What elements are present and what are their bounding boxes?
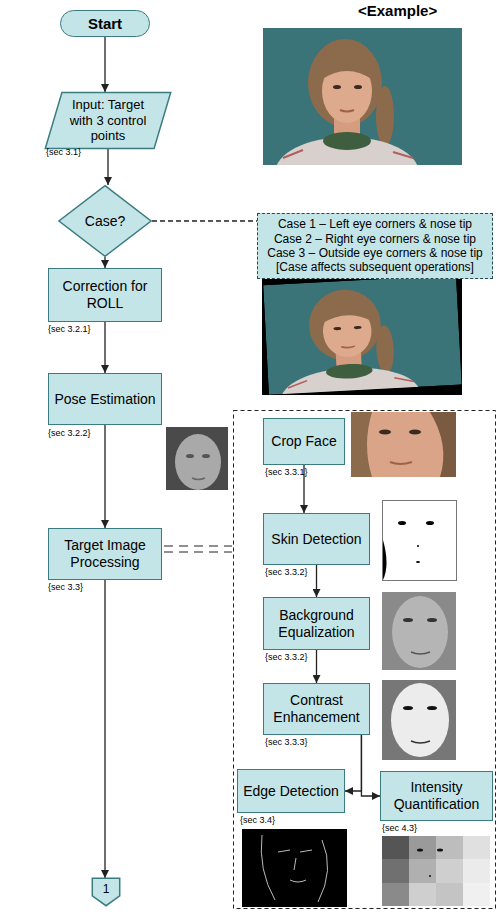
node-text: Correction for ROLL	[54, 278, 156, 312]
quantified-image	[382, 836, 490, 906]
text-wrap: Crop Face	[266, 433, 341, 450]
contrast-face	[382, 680, 456, 760]
text-wrap: Case?	[71, 213, 139, 230]
flow-arrow	[361, 735, 380, 796]
pose-face	[166, 427, 228, 490]
text-wrap: Edge Detection	[238, 783, 344, 800]
text-wrap: Intensity Quantification	[381, 779, 492, 813]
section-ref: {sec 3.3}	[48, 582, 83, 592]
note-box: Case 1 – Left eye corners & nose tipCase…	[257, 213, 493, 279]
example-photo	[263, 28, 462, 209]
rotated-photo	[263, 275, 463, 430]
node-text: Pose Estimation	[54, 391, 155, 408]
flow-arrow	[104, 322, 105, 373]
dashed-region	[234, 411, 496, 909]
process-box: Contrast Enhancement	[263, 683, 370, 735]
text-wrap: Pose Estimation	[49, 391, 160, 408]
flow-arrow	[104, 37, 105, 92]
section-ref: {sec 3.2.1}	[48, 324, 91, 334]
flow-arrow	[316, 650, 317, 683]
text-wrap: 1	[101, 882, 112, 896]
flow-arrow	[345, 735, 361, 791]
double-dashed-link	[164, 551, 232, 552]
process-box: Edge Detection	[237, 769, 345, 813]
section-ref: {sec 3.3.2}	[265, 567, 308, 577]
node-text: Edge Detection	[243, 783, 339, 800]
process-box: Pose Estimation	[48, 373, 162, 425]
node-text: Start	[88, 15, 122, 33]
text-wrap: Background Equalization	[264, 607, 369, 641]
text-wrap: Contrast Enhancement	[264, 692, 369, 726]
text-wrap: Target Image Processing	[49, 537, 161, 571]
flow-arrow	[104, 580, 105, 878]
section-ref: {sec 3.3.1}	[265, 467, 308, 477]
node-text: Case 3 – Outside eye corners & nose tip	[267, 246, 482, 260]
node-text: Case?	[85, 213, 125, 230]
node-text: Crop Face	[271, 433, 336, 450]
node-text: Skin Detection	[271, 531, 361, 548]
decision-diamond: Case?	[58, 185, 152, 257]
section-ref: {sec 3.3.3}	[265, 737, 308, 747]
node-text: [Case affects subsequent operations]	[267, 260, 482, 274]
double-dashed-link	[164, 545, 232, 546]
text-wrap: Case 1 – Left eye corners & nose tipCase…	[263, 217, 486, 275]
equalized-face	[382, 592, 456, 670]
offpage-connector: 1	[92, 878, 120, 906]
text-wrap: Input: Target with 3 control points	[44, 97, 172, 144]
text-wrap: Skin Detection	[266, 531, 366, 548]
section-ref: {sec 3.3.2}	[265, 652, 308, 662]
text-wrap: Start	[82, 15, 128, 33]
input-parallelogram: Input: Target with 3 control points	[44, 92, 172, 149]
section-ref: {sec 3.4}	[240, 815, 275, 825]
flow-arrow	[107, 149, 108, 185]
process-box: Crop Face	[263, 418, 345, 465]
node-text: Contrast Enhancement	[269, 692, 364, 726]
skin-mask	[383, 501, 457, 581]
node-text: Target Image Processing	[54, 537, 156, 571]
edge-image	[242, 829, 347, 907]
process-box: Target Image Processing	[48, 528, 162, 580]
node-text: 1	[103, 882, 110, 896]
flow-arrow	[104, 425, 105, 528]
node-text: Case 1 – Left eye corners & nose tip	[267, 217, 482, 231]
flow-arrow	[104, 257, 105, 268]
section-ref: {sec 3.2.2}	[48, 428, 91, 438]
text-wrap: Correction for ROLL	[49, 278, 161, 312]
node-text: Case 2 – Right eye corners & nose tip	[267, 232, 482, 246]
node-text: Input: Target with 3 control points	[62, 97, 154, 144]
process-box: Correction for ROLL	[48, 268, 162, 322]
process-box: Intensity Quantification	[380, 771, 493, 821]
dashed-link	[152, 220, 257, 221]
section-ref: {sec 3.1}	[46, 147, 81, 157]
flow-arrow	[316, 565, 317, 597]
process-box: Skin Detection	[263, 513, 370, 565]
node-text: Background Equalization	[269, 607, 364, 641]
section-ref: {sec 4.3}	[382, 823, 417, 833]
process-box: Background Equalization	[263, 597, 370, 650]
column-heading: <Example>	[358, 2, 437, 19]
terminal: Start	[60, 10, 150, 37]
cropped-face	[351, 412, 456, 477]
node-text: Intensity Quantification	[386, 779, 487, 813]
